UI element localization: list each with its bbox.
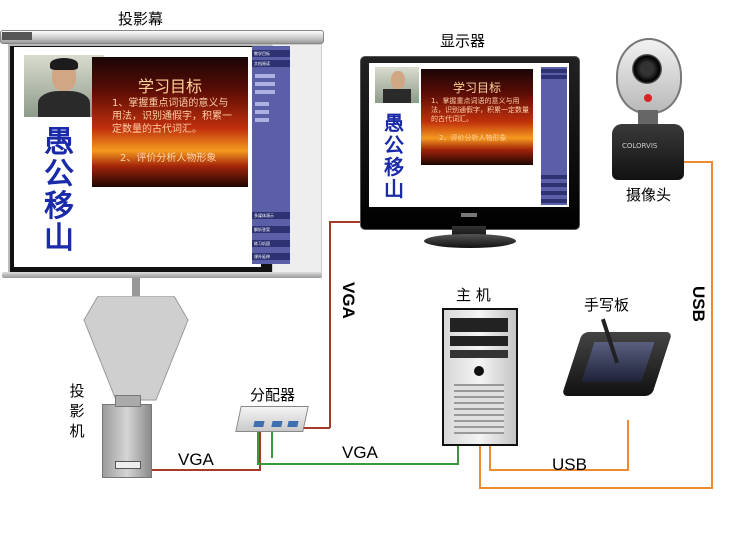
presenter-photo (24, 55, 104, 117)
webcam-label: 摄像头 (626, 186, 672, 204)
drawing-tablet (561, 318, 673, 416)
monitor-slide-line-2: 2、评价分析人物形象 (439, 134, 507, 142)
monitor-sidebar-item (541, 75, 567, 79)
monitor-calligraphy-char-1: 愚 (384, 111, 404, 135)
webcam-lens (632, 54, 662, 84)
monitor-logo (461, 213, 477, 217)
monitor-calligraphy-char-4: 山 (384, 177, 404, 201)
light-cone-shape (83, 295, 189, 401)
monitor-label: 显示器 (440, 32, 486, 50)
splitter-port (253, 421, 265, 427)
vga-cable-host (257, 428, 459, 465)
webcam: COLORVIS (608, 38, 688, 180)
projector-label-char-3: 机 (69, 422, 85, 440)
calligraphy-char-3: 移 (44, 189, 74, 224)
slide-line-1: 1、掌握重点词语的意义与用法，识别通假字，积累一定数量的古代词汇。 (112, 98, 232, 135)
presenter-hair (50, 58, 78, 70)
vga-splitter (235, 406, 309, 432)
sidebar-item: 解析答案 (252, 226, 290, 233)
vga-label-vertical: VGA (339, 282, 358, 319)
monitor-presenter-body (383, 89, 411, 103)
tablet-label: 手写板 (584, 296, 630, 314)
splitter-port (287, 421, 299, 427)
splitter-port (271, 421, 283, 427)
screen-content: 学习目标 1、掌握重点词语的意义与用法，识别通假字，积累一定数量的古代词汇。 2… (14, 47, 261, 267)
sidebar-row (255, 90, 275, 94)
monitor-calligraphy-char-3: 移 (384, 155, 404, 179)
presenter-body (38, 91, 90, 117)
monitor-calligraphy-char-2: 公 (384, 133, 404, 157)
projector-label-char-1: 投 (69, 382, 85, 400)
projector-top (115, 395, 141, 407)
host-label: 主 机 (456, 286, 491, 304)
webcam-neck (638, 110, 658, 124)
monitor-slide-line-1: 1、掌握重点词语的意义与用法，识别通假字，积累一定数量的古代词汇。 (431, 97, 529, 123)
screen-label: 投影幕 (118, 10, 164, 28)
screen-stand (132, 278, 140, 298)
sidebar-item: 课外延伸 (252, 253, 290, 260)
usb-cable-camera (479, 161, 713, 489)
monitor-sidebar-item (541, 175, 567, 179)
sidebar-item: 多媒体演示 (252, 212, 290, 219)
vga-cable-projector (147, 428, 261, 471)
monitor-sidebar-item (541, 199, 567, 203)
sidebar-row (255, 102, 269, 106)
screen-sidebar: 教学目标 文档阅读 多媒体演示 解析答案 练习巩固 课外延伸 (252, 46, 290, 264)
monitor-calligraphy: 愚 公 移 山 (379, 107, 409, 203)
pc-vent (454, 384, 504, 434)
calligraphy-char-1: 愚 (44, 125, 74, 160)
monitor: 学习目标 1、掌握重点词语的意义与用法，识别通假字，积累一定数量的古代词汇。 2… (360, 56, 580, 230)
calligraphy-char-2: 公 (44, 157, 74, 192)
monitor-sidebar (541, 67, 567, 205)
sidebar-row (255, 110, 269, 114)
monitor-presenter-photo (375, 67, 419, 103)
monitor-sidebar-item (541, 69, 567, 73)
vga-label-projector: VGA (178, 450, 214, 469)
sidebar-row (255, 118, 269, 122)
pc-tower (442, 308, 518, 446)
calligraphy-char-4: 山 (44, 221, 74, 256)
webcam-base (612, 124, 684, 180)
splitter-label: 分配器 (250, 386, 296, 404)
projector (102, 395, 152, 478)
sidebar-item: 练习巩固 (252, 240, 290, 247)
sidebar-row (255, 82, 275, 86)
screen-bottom-bar (2, 272, 322, 278)
projector-light-cone (80, 295, 192, 404)
usb-label-tablet: USB (552, 455, 587, 474)
slide: 学习目标 1、掌握重点词语的意义与用法，识别通假字，积累一定数量的古代词汇。 2… (92, 57, 248, 187)
sidebar-item: 文档阅读 (252, 60, 290, 67)
monitor-sidebar-item (541, 183, 567, 187)
webcam-brand: COLORVIS (622, 142, 658, 150)
pc-power-button (474, 366, 484, 376)
monitor-base (424, 234, 516, 248)
monitor-screen: 学习目标 1、掌握重点词语的意义与用法，识别通假字，积累一定数量的古代词汇。 2… (369, 63, 569, 207)
projector-label-char-2: 影 (69, 402, 85, 420)
pc-drive-bay (450, 336, 508, 346)
pc-drive-bay (450, 350, 508, 358)
screen-roller-cap (2, 32, 32, 40)
usb-cable-tablet (489, 420, 629, 471)
pc-drive-bay (450, 318, 508, 332)
projector-buttons (115, 461, 141, 469)
monitor-slide: 学习目标 1、掌握重点词语的意义与用法，识别通假字，积累一定数量的古代词汇。 2… (421, 69, 533, 165)
slide-title: 学习目标 (137, 77, 202, 96)
vga-label-splitter: VGA (342, 443, 378, 462)
calligraphy-column: 愚 公 移 山 (36, 117, 82, 256)
monitor-slide-title: 学习目标 (452, 81, 501, 95)
screen-roller (0, 30, 324, 44)
webcam-led (644, 94, 652, 102)
slide-line-2: 2、评价分析人物形象 (120, 153, 217, 164)
vga-cable-monitor (329, 221, 360, 428)
usb-label-camera: USB (689, 286, 708, 322)
sidebar-row (255, 74, 275, 78)
sidebar-item: 教学目标 (252, 50, 290, 57)
monitor-sidebar-item (541, 191, 567, 195)
monitor-presenter-head (391, 71, 405, 89)
